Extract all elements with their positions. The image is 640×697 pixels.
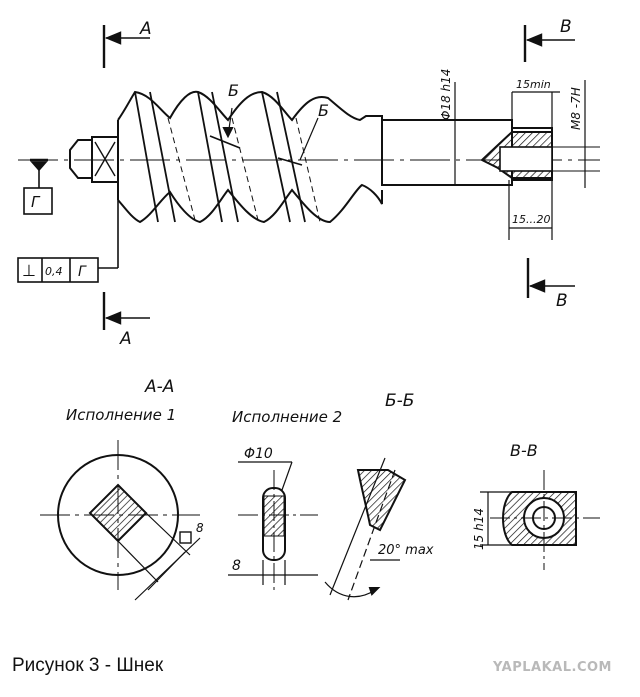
- label-20-max: 20° max: [378, 543, 434, 558]
- section-marker-b-bottom: [526, 258, 575, 298]
- label-eight: 8: [232, 558, 241, 574]
- section-bb-view: [324, 457, 407, 601]
- section-marker-a-top: [102, 25, 150, 68]
- label-dia18: Φ18 h14: [439, 69, 453, 120]
- title-section-aa: А-А: [144, 377, 174, 397]
- figure-caption: Рисунок 3 - Шнек: [12, 655, 164, 676]
- section-marker-a-bottom: [102, 292, 150, 330]
- label-15-20: 15...20: [512, 213, 550, 226]
- label-perp-symbol: ⊥: [22, 261, 36, 280]
- auger-main-view: [18, 90, 600, 224]
- label-15h14: 15 h14: [472, 508, 486, 550]
- section-vv-view: [480, 470, 600, 570]
- label-dia10: Φ10: [244, 446, 273, 462]
- title-section-vv: В-В: [510, 441, 538, 460]
- label-section-a-top: А: [139, 19, 152, 39]
- datum-feature: [23, 158, 53, 215]
- label-cut-b-1: Б: [228, 81, 239, 100]
- label-tolerance: 0,4: [45, 265, 63, 278]
- label-section-a-bottom: А: [119, 329, 132, 349]
- label-square-8: 8: [196, 521, 204, 535]
- title-variant-2: Исполнение 2: [232, 408, 342, 426]
- variant-2-view: [228, 461, 318, 590]
- watermark: YAPLAKAL.COM: [493, 660, 612, 675]
- label-cut-b-2: Б: [318, 101, 329, 120]
- label-section-b-bottom: В: [556, 291, 568, 311]
- title-section-bb: Б-Б: [385, 391, 414, 411]
- shaft-dimensions: [454, 80, 586, 240]
- label-tolerance-datum: Г: [78, 264, 87, 280]
- title-variant-1: Исполнение 1: [66, 406, 176, 424]
- tolerance-frame: [17, 200, 119, 283]
- label-section-b-top: В: [560, 17, 572, 37]
- label-datum: Г: [31, 193, 41, 211]
- section-marker-b-top: [523, 25, 575, 62]
- label-15min: 15min: [516, 78, 551, 91]
- section-aa-view: [40, 440, 201, 601]
- label-m8: M8 -7H: [569, 87, 583, 130]
